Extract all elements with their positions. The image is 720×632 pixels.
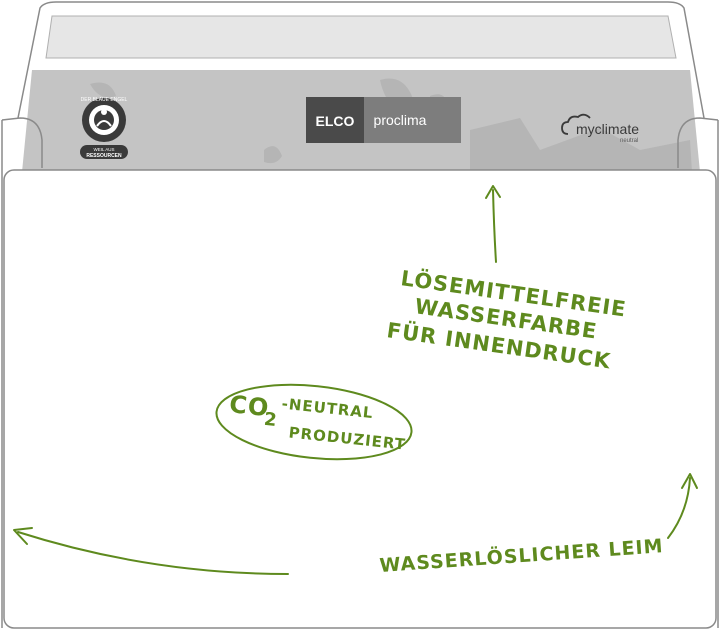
blue-angel-top-text: DER BLAUE ENGEL xyxy=(81,97,128,103)
co2-subscript: 2 xyxy=(263,409,279,431)
proclima-wordmark: proclima xyxy=(374,112,427,128)
side-fold-left xyxy=(1,117,43,168)
arrow-up-icon xyxy=(485,185,501,263)
myclimate-cloud-icon xyxy=(561,113,591,135)
blue-angel-bottom-text-1: WEIL AUS xyxy=(93,147,114,152)
envelope-front xyxy=(3,169,717,629)
arrow-up-right-icon xyxy=(667,473,698,539)
peel-strip xyxy=(45,15,677,59)
side-fold-right xyxy=(677,117,719,168)
blue-angel-bottom-text-2: RESSOURCEN xyxy=(86,153,122,159)
blue-angel-logo-icon: DER BLAUE ENGEL WEIL AUS RESSOURCEN xyxy=(80,97,128,159)
myclimate-logo: myclimate neutral xyxy=(561,113,639,144)
elco-proclima-logo: ELCO proclima xyxy=(306,97,461,143)
co2-main: CO xyxy=(228,390,271,422)
myclimate-wordmark: myclimate xyxy=(576,121,639,137)
arrow-left-icon xyxy=(13,527,289,575)
elco-wordmark: ELCO xyxy=(316,113,355,129)
myclimate-sub: neutral xyxy=(620,138,638,144)
